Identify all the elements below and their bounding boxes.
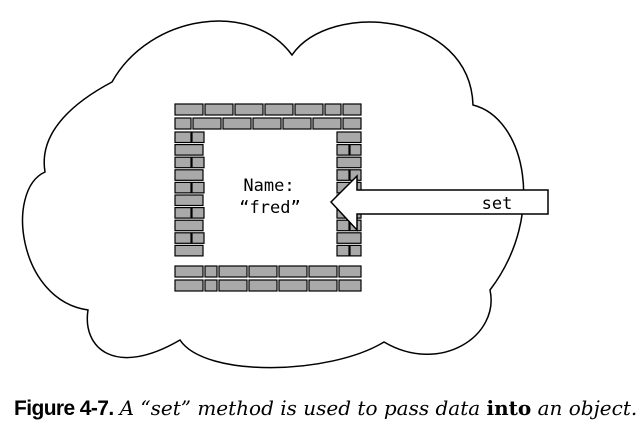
caption-text-before: A “set” method is used to pass data bbox=[119, 396, 487, 420]
brick bbox=[278, 279, 308, 292]
brick bbox=[174, 207, 192, 219]
brick bbox=[336, 144, 350, 156]
brick bbox=[174, 117, 192, 130]
brick bbox=[204, 265, 218, 278]
brick bbox=[338, 265, 362, 278]
brick bbox=[324, 103, 342, 116]
brick bbox=[264, 103, 294, 116]
brick bbox=[336, 131, 362, 144]
caption-label: Figure 4-7. bbox=[14, 397, 114, 420]
brick bbox=[192, 117, 222, 130]
brick bbox=[312, 117, 342, 130]
brick bbox=[342, 117, 362, 130]
brick bbox=[174, 156, 192, 169]
brick bbox=[336, 156, 362, 169]
brick bbox=[252, 117, 282, 130]
brick-wall bbox=[174, 103, 362, 292]
brick bbox=[174, 219, 204, 232]
brick bbox=[174, 169, 204, 181]
brick bbox=[174, 232, 192, 244]
brick bbox=[174, 131, 192, 144]
brick bbox=[234, 103, 264, 116]
brick bbox=[191, 181, 205, 194]
brick bbox=[174, 244, 204, 257]
brick bbox=[336, 232, 362, 244]
set-arrow-label: set bbox=[482, 194, 513, 214]
brick bbox=[248, 279, 278, 292]
brick bbox=[174, 144, 204, 156]
brick bbox=[174, 279, 204, 292]
brick bbox=[174, 181, 192, 194]
caption-text-after: an object. bbox=[531, 396, 638, 420]
brick bbox=[218, 279, 248, 292]
figure-caption: Figure 4-7.A “set” method is used to pas… bbox=[14, 394, 639, 423]
brick bbox=[218, 265, 248, 278]
brick bbox=[174, 103, 204, 116]
brick bbox=[174, 194, 204, 207]
brick bbox=[278, 265, 308, 278]
brick bbox=[336, 169, 350, 181]
brick bbox=[294, 103, 324, 116]
caption-bold-word: into bbox=[486, 396, 532, 420]
brick bbox=[191, 156, 205, 169]
brick bbox=[349, 144, 362, 156]
brick bbox=[191, 232, 205, 244]
field-name: Name: bbox=[243, 176, 294, 196]
brick bbox=[282, 117, 312, 130]
object-interior bbox=[205, 132, 336, 264]
brick bbox=[248, 265, 278, 278]
brick bbox=[222, 117, 252, 130]
brick bbox=[308, 265, 338, 278]
brick bbox=[349, 244, 362, 257]
set-arrow bbox=[329, 174, 549, 232]
brick bbox=[174, 265, 204, 278]
brick bbox=[204, 103, 234, 116]
brick bbox=[336, 219, 350, 232]
field-value: “fred” bbox=[239, 198, 300, 218]
brick bbox=[191, 207, 205, 219]
brick bbox=[191, 131, 205, 144]
brick bbox=[338, 279, 362, 292]
brick bbox=[342, 103, 362, 116]
brick bbox=[336, 244, 350, 257]
brick bbox=[204, 279, 218, 292]
brick bbox=[308, 279, 338, 292]
